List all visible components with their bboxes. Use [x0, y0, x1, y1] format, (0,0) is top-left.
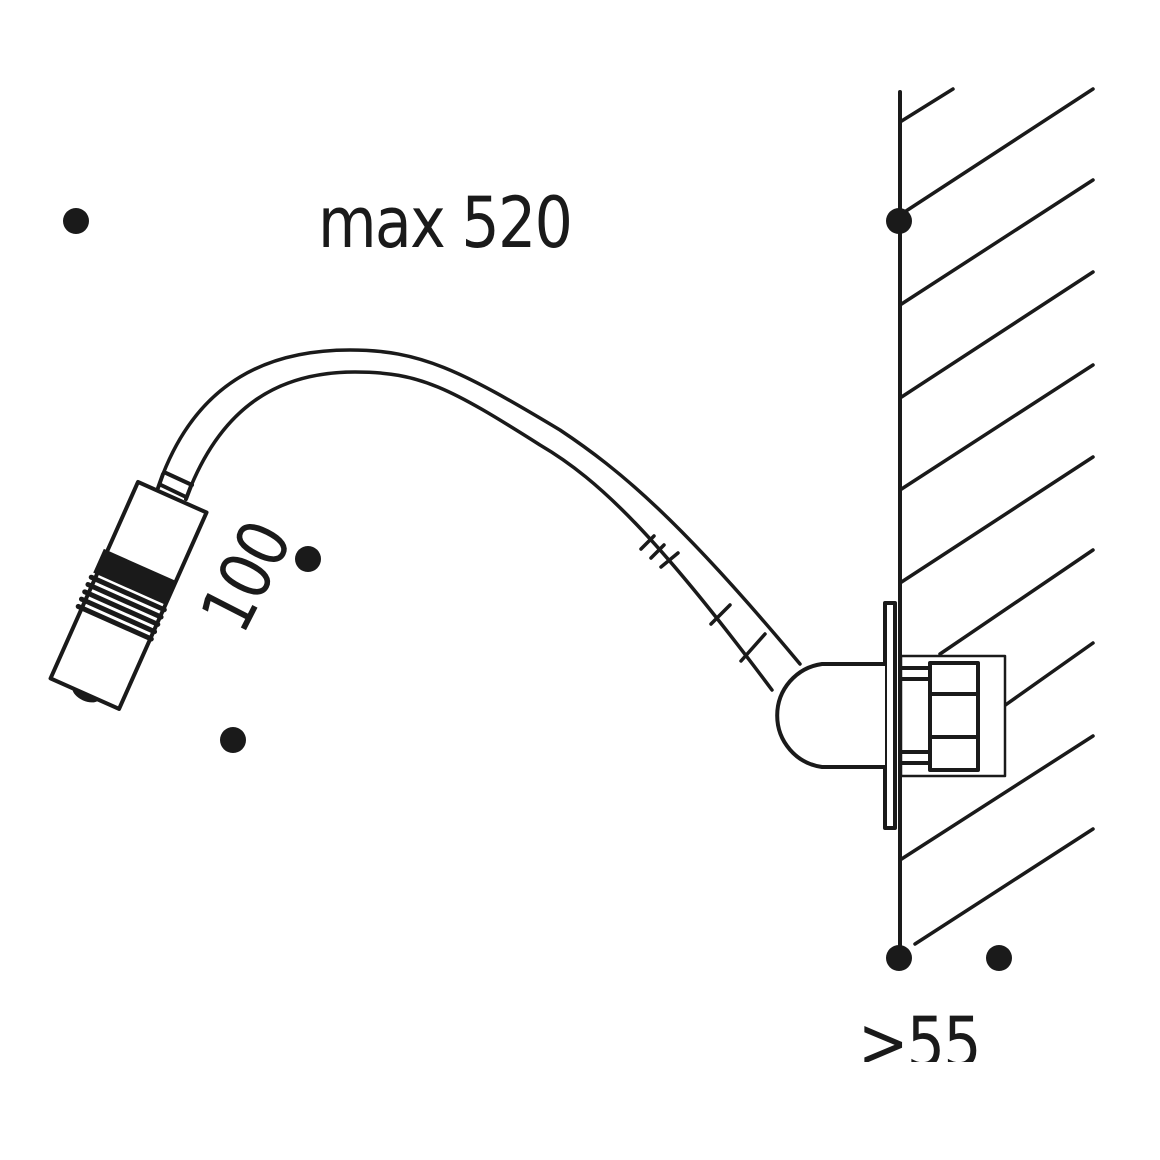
flex-arm-outer	[161, 348, 802, 666]
arm-joint-rings	[639, 534, 767, 663]
lamp-head	[48, 479, 209, 711]
dim-dot-arm-end	[886, 208, 912, 234]
mount-depth-label: >55	[858, 1004, 982, 1062]
terminal-block	[928, 661, 980, 772]
lamp-base	[775, 662, 887, 769]
dim-dot-depth-start	[886, 945, 912, 971]
wall-plate	[883, 601, 897, 830]
wall-hatching	[898, 87, 1095, 946]
mount-depth-label-clip: >55	[858, 1004, 1018, 1062]
arm-reach-label: max 520	[318, 182, 573, 264]
dimension-markers	[63, 208, 1012, 971]
dim-dot-head-top	[295, 546, 321, 572]
dim-dot-head-bottom	[220, 727, 246, 753]
dim-dot-depth-end	[986, 945, 1012, 971]
lamp-head-neck	[156, 471, 194, 501]
dim-dot-arm-start	[63, 208, 89, 234]
